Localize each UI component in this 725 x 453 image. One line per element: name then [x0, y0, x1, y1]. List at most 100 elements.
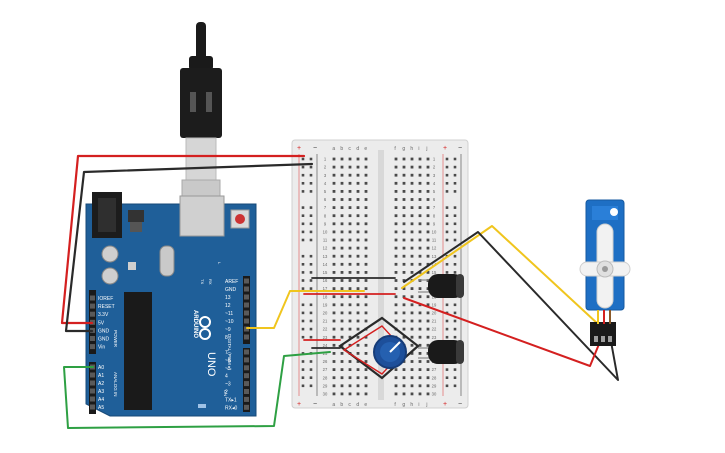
bb-hole[interactable]: [364, 303, 368, 307]
bb-hole[interactable]: [364, 165, 368, 169]
rail-hole[interactable]: [309, 327, 313, 331]
bb-hole[interactable]: [426, 295, 430, 299]
bb-hole[interactable]: [418, 181, 422, 185]
bb-hole[interactable]: [410, 206, 414, 209]
bb-hole[interactable]: [340, 287, 344, 290]
rail-hole[interactable]: [309, 335, 313, 339]
bb-hole[interactable]: [418, 165, 422, 169]
bb-hole[interactable]: [332, 246, 336, 250]
bb-hole[interactable]: [402, 222, 406, 226]
rail-hole[interactable]: [309, 182, 313, 185]
bb-hole[interactable]: [394, 287, 398, 290]
rail-hole[interactable]: [309, 254, 313, 258]
bb-hole[interactable]: [418, 295, 422, 299]
bb-hole[interactable]: [410, 376, 414, 380]
bb-hole[interactable]: [426, 343, 430, 347]
bb-hole[interactable]: [348, 311, 352, 315]
rail-hole[interactable]: [301, 238, 305, 242]
rail-hole[interactable]: [453, 303, 457, 307]
rail-hole[interactable]: [301, 360, 305, 363]
rail-hole[interactable]: [445, 271, 449, 274]
rail-hole[interactable]: [301, 376, 305, 379]
bb-hole[interactable]: [418, 157, 422, 161]
bb-hole[interactable]: [426, 165, 430, 169]
rail-hole[interactable]: [445, 335, 449, 339]
rail-hole[interactable]: [309, 368, 313, 371]
bb-hole[interactable]: [410, 303, 414, 307]
bb-hole[interactable]: [410, 214, 414, 218]
bb-hole[interactable]: [364, 335, 368, 339]
header-pin[interactable]: [244, 294, 249, 300]
bb-hole[interactable]: [410, 295, 414, 299]
header-pin[interactable]: [244, 278, 249, 284]
bb-hole[interactable]: [394, 319, 398, 323]
bb-hole[interactable]: [348, 214, 352, 218]
bb-hole[interactable]: [348, 384, 352, 388]
bb-hole[interactable]: [402, 214, 406, 218]
bb-hole[interactable]: [340, 181, 344, 185]
rail-hole[interactable]: [445, 230, 449, 234]
rail-hole[interactable]: [309, 311, 313, 315]
rail-hole[interactable]: [301, 157, 305, 161]
bb-hole[interactable]: [364, 384, 368, 388]
rail-hole[interactable]: [453, 230, 457, 234]
bb-hole[interactable]: [332, 214, 336, 218]
bb-hole[interactable]: [364, 392, 368, 396]
rail-hole[interactable]: [445, 214, 449, 217]
bb-hole[interactable]: [394, 254, 398, 258]
bb-hole[interactable]: [402, 173, 406, 177]
rail-hole[interactable]: [301, 222, 305, 226]
rail-hole[interactable]: [309, 238, 313, 242]
rail-hole[interactable]: [445, 384, 449, 388]
rail-hole[interactable]: [453, 327, 457, 331]
bb-hole[interactable]: [364, 343, 368, 347]
bb-hole[interactable]: [394, 384, 398, 388]
bb-hole[interactable]: [340, 327, 344, 331]
bb-hole[interactable]: [340, 311, 344, 315]
bb-hole[interactable]: [332, 384, 336, 388]
bb-hole[interactable]: [364, 295, 368, 299]
bb-hole[interactable]: [356, 238, 360, 242]
bb-hole[interactable]: [364, 230, 368, 234]
bb-hole[interactable]: [348, 254, 352, 258]
bb-hole[interactable]: [394, 376, 398, 380]
rail-hole[interactable]: [445, 206, 449, 209]
bb-hole[interactable]: [418, 262, 422, 266]
bb-hole[interactable]: [356, 319, 360, 323]
bb-hole[interactable]: [402, 319, 406, 323]
bb-hole[interactable]: [348, 262, 352, 266]
bb-hole[interactable]: [348, 335, 352, 339]
bb-hole[interactable]: [364, 279, 368, 282]
header-pin[interactable]: [244, 286, 249, 292]
bb-hole[interactable]: [402, 392, 406, 396]
bb-hole[interactable]: [410, 287, 414, 290]
bb-hole[interactable]: [340, 392, 344, 396]
bb-hole[interactable]: [340, 352, 344, 355]
wire-red-5v[interactable]: [60, 154, 306, 325]
bb-hole[interactable]: [402, 246, 406, 250]
bb-hole[interactable]: [364, 198, 368, 201]
rail-hole[interactable]: [453, 182, 457, 185]
bb-hole[interactable]: [402, 230, 406, 234]
bb-hole[interactable]: [340, 206, 344, 209]
rail-hole[interactable]: [445, 222, 449, 226]
capacitor-bottom[interactable]: [418, 340, 464, 364]
rail-hole[interactable]: [309, 319, 313, 323]
bb-hole[interactable]: [340, 360, 344, 363]
bb-hole[interactable]: [426, 311, 430, 315]
bb-hole[interactable]: [348, 319, 352, 323]
rail-hole[interactable]: [445, 157, 449, 161]
bb-hole[interactable]: [332, 230, 336, 234]
bb-hole[interactable]: [340, 279, 344, 282]
bb-hole[interactable]: [356, 360, 360, 363]
bb-hole[interactable]: [364, 368, 368, 371]
bb-hole[interactable]: [364, 319, 368, 323]
bb-hole[interactable]: [356, 157, 360, 161]
bb-hole[interactable]: [410, 327, 414, 331]
bb-hole[interactable]: [410, 392, 414, 396]
bb-hole[interactable]: [402, 368, 406, 371]
bb-hole[interactable]: [418, 246, 422, 250]
bb-hole[interactable]: [364, 262, 368, 266]
rail-hole[interactable]: [453, 271, 457, 274]
